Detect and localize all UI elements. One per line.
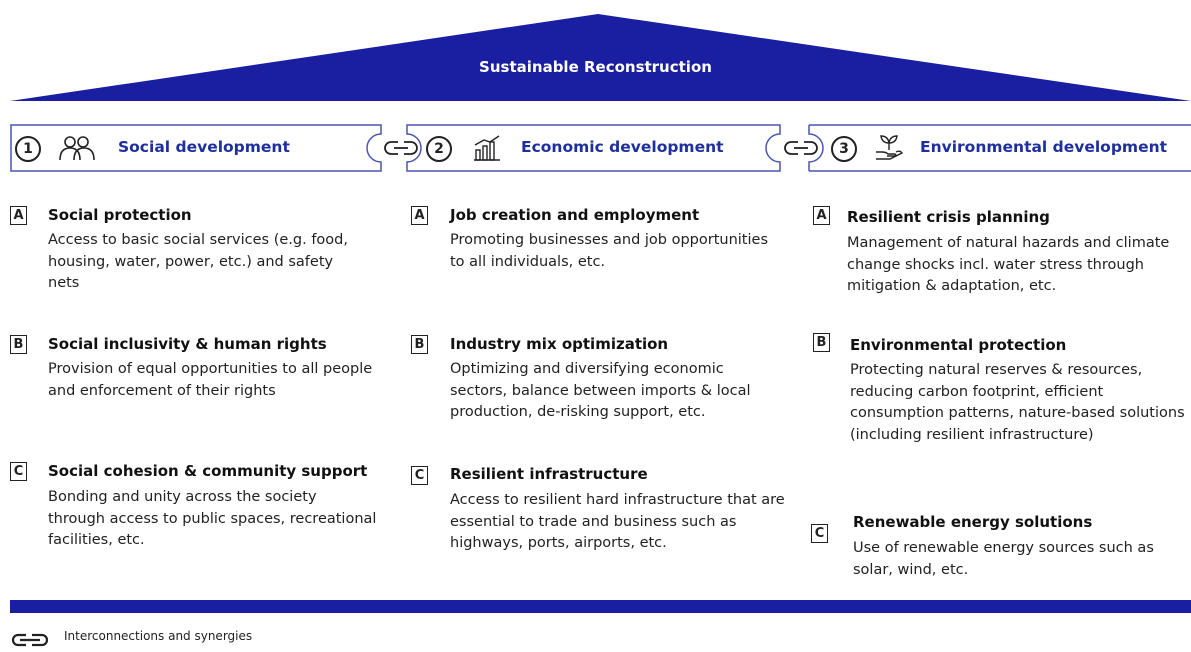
item-desc: Promoting businesses and job opportuniti… bbox=[450, 232, 768, 270]
item-letter: C bbox=[10, 462, 27, 481]
item-title: Environmental protection bbox=[850, 336, 1067, 354]
item-title: Industry mix optimization bbox=[450, 335, 669, 353]
item-letter: A bbox=[411, 206, 428, 225]
pillar-title: Environmental development bbox=[920, 138, 1168, 156]
item-letter: C bbox=[411, 466, 428, 485]
item-title: Social protection bbox=[48, 206, 192, 224]
item-desc: Bonding and unity across the society thr… bbox=[48, 489, 377, 548]
item-desc: Use of renewable energy sources such as … bbox=[853, 540, 1154, 578]
item-title: Resilient infrastructure bbox=[450, 465, 648, 483]
item-title: Social cohesion & community support bbox=[48, 462, 368, 480]
pillar-title: Economic development bbox=[521, 138, 724, 156]
legend-text: Interconnections and synergies bbox=[64, 629, 253, 643]
chain-link-icon bbox=[382, 137, 420, 163]
pillar-title: Social development bbox=[118, 138, 290, 156]
item-letter: C bbox=[811, 524, 828, 543]
item-letter: B bbox=[813, 333, 830, 352]
pillar-header-social: 1 Social development bbox=[10, 124, 395, 172]
roof-triangle bbox=[10, 14, 1191, 101]
pillar-number: 1 bbox=[15, 136, 41, 162]
item-title: Renewable energy solutions bbox=[853, 513, 1093, 531]
item-desc: Optimizing and diversifying economic sec… bbox=[450, 361, 751, 420]
pillar-header-environmental: 3 Environmental development bbox=[808, 124, 1191, 172]
item-letter: B bbox=[411, 335, 428, 354]
roof-title: Sustainable Reconstruction bbox=[479, 58, 712, 76]
item-title: Job creation and employment bbox=[450, 206, 700, 224]
item-desc: Access to basic social services (e.g. fo… bbox=[48, 232, 348, 291]
item-desc: Access to resilient hard infrastructure … bbox=[450, 492, 785, 551]
chain-link-icon bbox=[10, 632, 50, 652]
item-letter: A bbox=[10, 206, 27, 225]
item-title: Resilient crisis planning bbox=[847, 208, 1050, 226]
pillar-number: 3 bbox=[831, 136, 857, 162]
item-desc: Management of natural hazards and climat… bbox=[847, 235, 1170, 294]
item-desc: Protecting natural reserves & resources,… bbox=[850, 362, 1185, 443]
item-desc: Provision of equal opportunities to all … bbox=[48, 361, 373, 399]
chain-link-icon bbox=[782, 137, 820, 163]
item-letter: B bbox=[10, 335, 27, 354]
pillar-header-economic: 2 Economic development bbox=[406, 124, 794, 172]
item-letter: A bbox=[813, 206, 830, 225]
foundation-bar bbox=[10, 600, 1191, 613]
pillar-number: 2 bbox=[426, 136, 452, 162]
item-title: Social inclusivity & human rights bbox=[48, 335, 327, 353]
